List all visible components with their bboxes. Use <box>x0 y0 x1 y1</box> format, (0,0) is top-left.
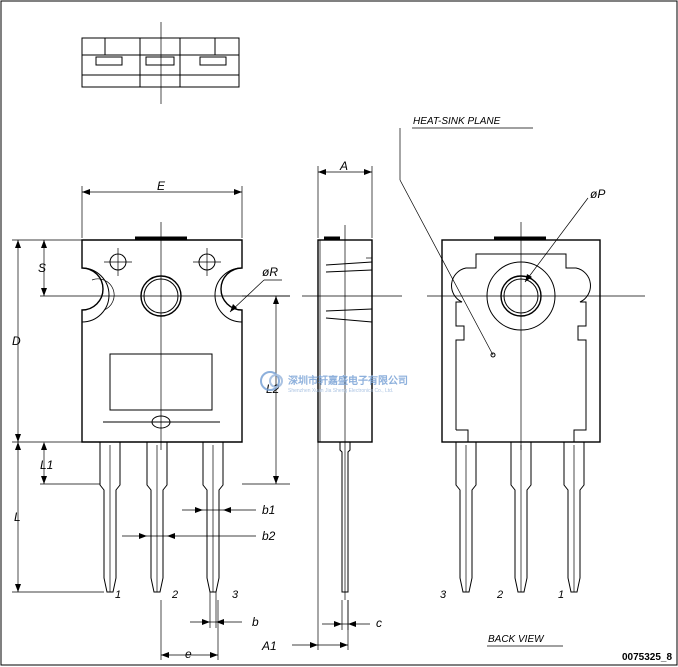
label-D: D <box>12 334 21 348</box>
label-P: øP <box>590 187 605 201</box>
watermark: 深圳市轩嘉盛电子有限公司 Shenzhen Xuan Jia Sheng Ele… <box>260 371 408 394</box>
back-pin-2: 2 <box>496 589 503 601</box>
back-leads <box>455 442 585 593</box>
dim-R: øR <box>229 265 282 313</box>
back-pin-1: 1 <box>558 589 564 601</box>
dim-left: S D L1 L <box>12 239 104 593</box>
front-leads <box>99 442 224 593</box>
watermark-en: Shenzhen Xuan Jia Sheng Electronics Co.,… <box>288 388 393 394</box>
label-A: A <box>339 159 348 173</box>
label-A1: A1 <box>261 639 277 653</box>
label-e: e <box>185 647 192 661</box>
label-b1: b1 <box>262 503 275 517</box>
label-L1: L1 <box>40 458 53 472</box>
label-back-view: BACK VIEW <box>488 634 545 645</box>
label-S: S <box>38 261 46 275</box>
top-view <box>81 22 240 104</box>
label-L: L <box>14 510 21 524</box>
watermark-cn: 深圳市轩嘉盛电子有限公司 <box>288 374 408 387</box>
back-pin-3: 3 <box>440 589 447 601</box>
back-view: HEAT-SINK PLANE øP BACK VIEW <box>399 116 645 647</box>
front-pin-2: 2 <box>171 589 178 601</box>
front-view <box>40 222 290 593</box>
figure-code: 0075325_8 <box>622 652 672 663</box>
front-pin-3: 3 <box>232 589 239 601</box>
dim-L2: L2 <box>242 295 290 485</box>
dim-b: b1 b2 b e <box>122 503 276 661</box>
label-b2: b2 <box>262 529 276 543</box>
label-b: b <box>252 615 259 629</box>
label-c: c <box>376 616 382 630</box>
side-view: A c A1 <box>261 159 402 653</box>
label-E: E <box>157 179 166 193</box>
label-R: øR <box>262 265 278 279</box>
dim-E: E <box>81 179 243 238</box>
label-heatsink-plane: HEAT-SINK PLANE <box>413 116 501 127</box>
front-pin-1: 1 <box>115 589 121 601</box>
